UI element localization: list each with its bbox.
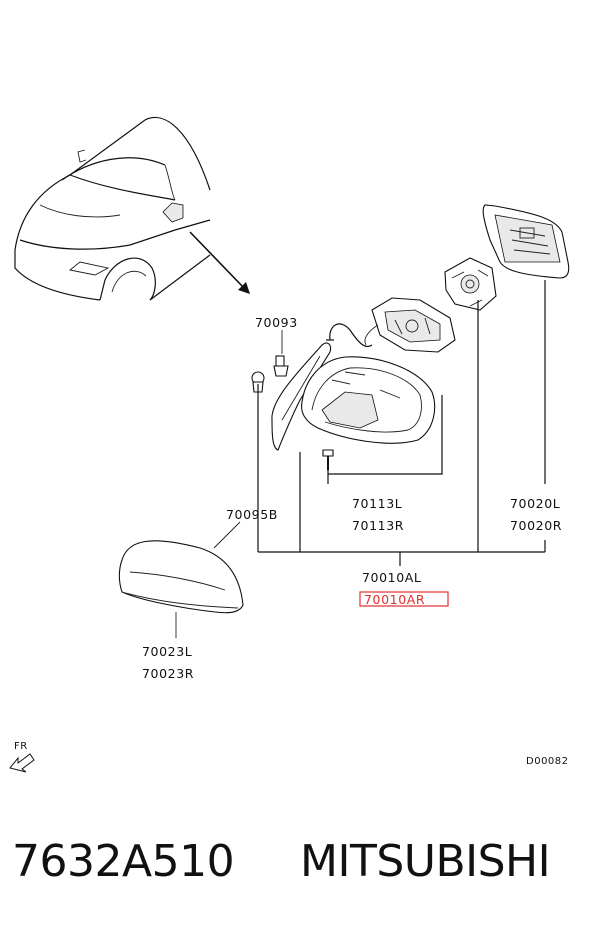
leader-lines [175,280,546,638]
part-footer: 7632A510 MITSUBISHI [0,830,600,910]
front-arrow-icon [9,753,35,773]
base-gasket-part [271,342,332,451]
mirror-cap-part [118,540,244,614]
mirror-housing-part [301,356,436,444]
label-70020r: 70020R [510,518,562,533]
clip-70093 [273,355,289,377]
label-70095b: 70095B [226,507,278,522]
diagram-code: D00082 [526,756,569,767]
brand-name: MITSUBISHI [300,836,551,887]
exploded-mirror-diagram: 70093 70095B 70113L 70113R 70020L 70020R… [9,116,570,773]
car-illustration [14,116,211,301]
mirror-glass-part [482,204,570,279]
mirror-actuator-part [444,257,497,311]
power-fold-unit-part [364,297,456,353]
label-70010ar: 70010AR [364,592,425,607]
label-70113r: 70113R [352,518,404,533]
highlight-box-70010ar [359,591,449,607]
part-number: 7632A510 [12,836,235,887]
label-70020l: 70020L [510,496,560,511]
label-70010al: 70010AL [362,570,421,585]
front-direction-indicator: FR [9,741,35,773]
pointer-arrow [189,231,250,294]
screw-70113 [322,449,334,470]
wire-harness [326,323,373,348]
fr-label: FR [14,741,28,752]
label-70023l: 70023L [142,644,192,659]
label-70093: 70093 [255,315,298,330]
clip-70095b [251,371,265,393]
label-70113l: 70113L [352,496,402,511]
label-70023r: 70023R [142,666,194,681]
